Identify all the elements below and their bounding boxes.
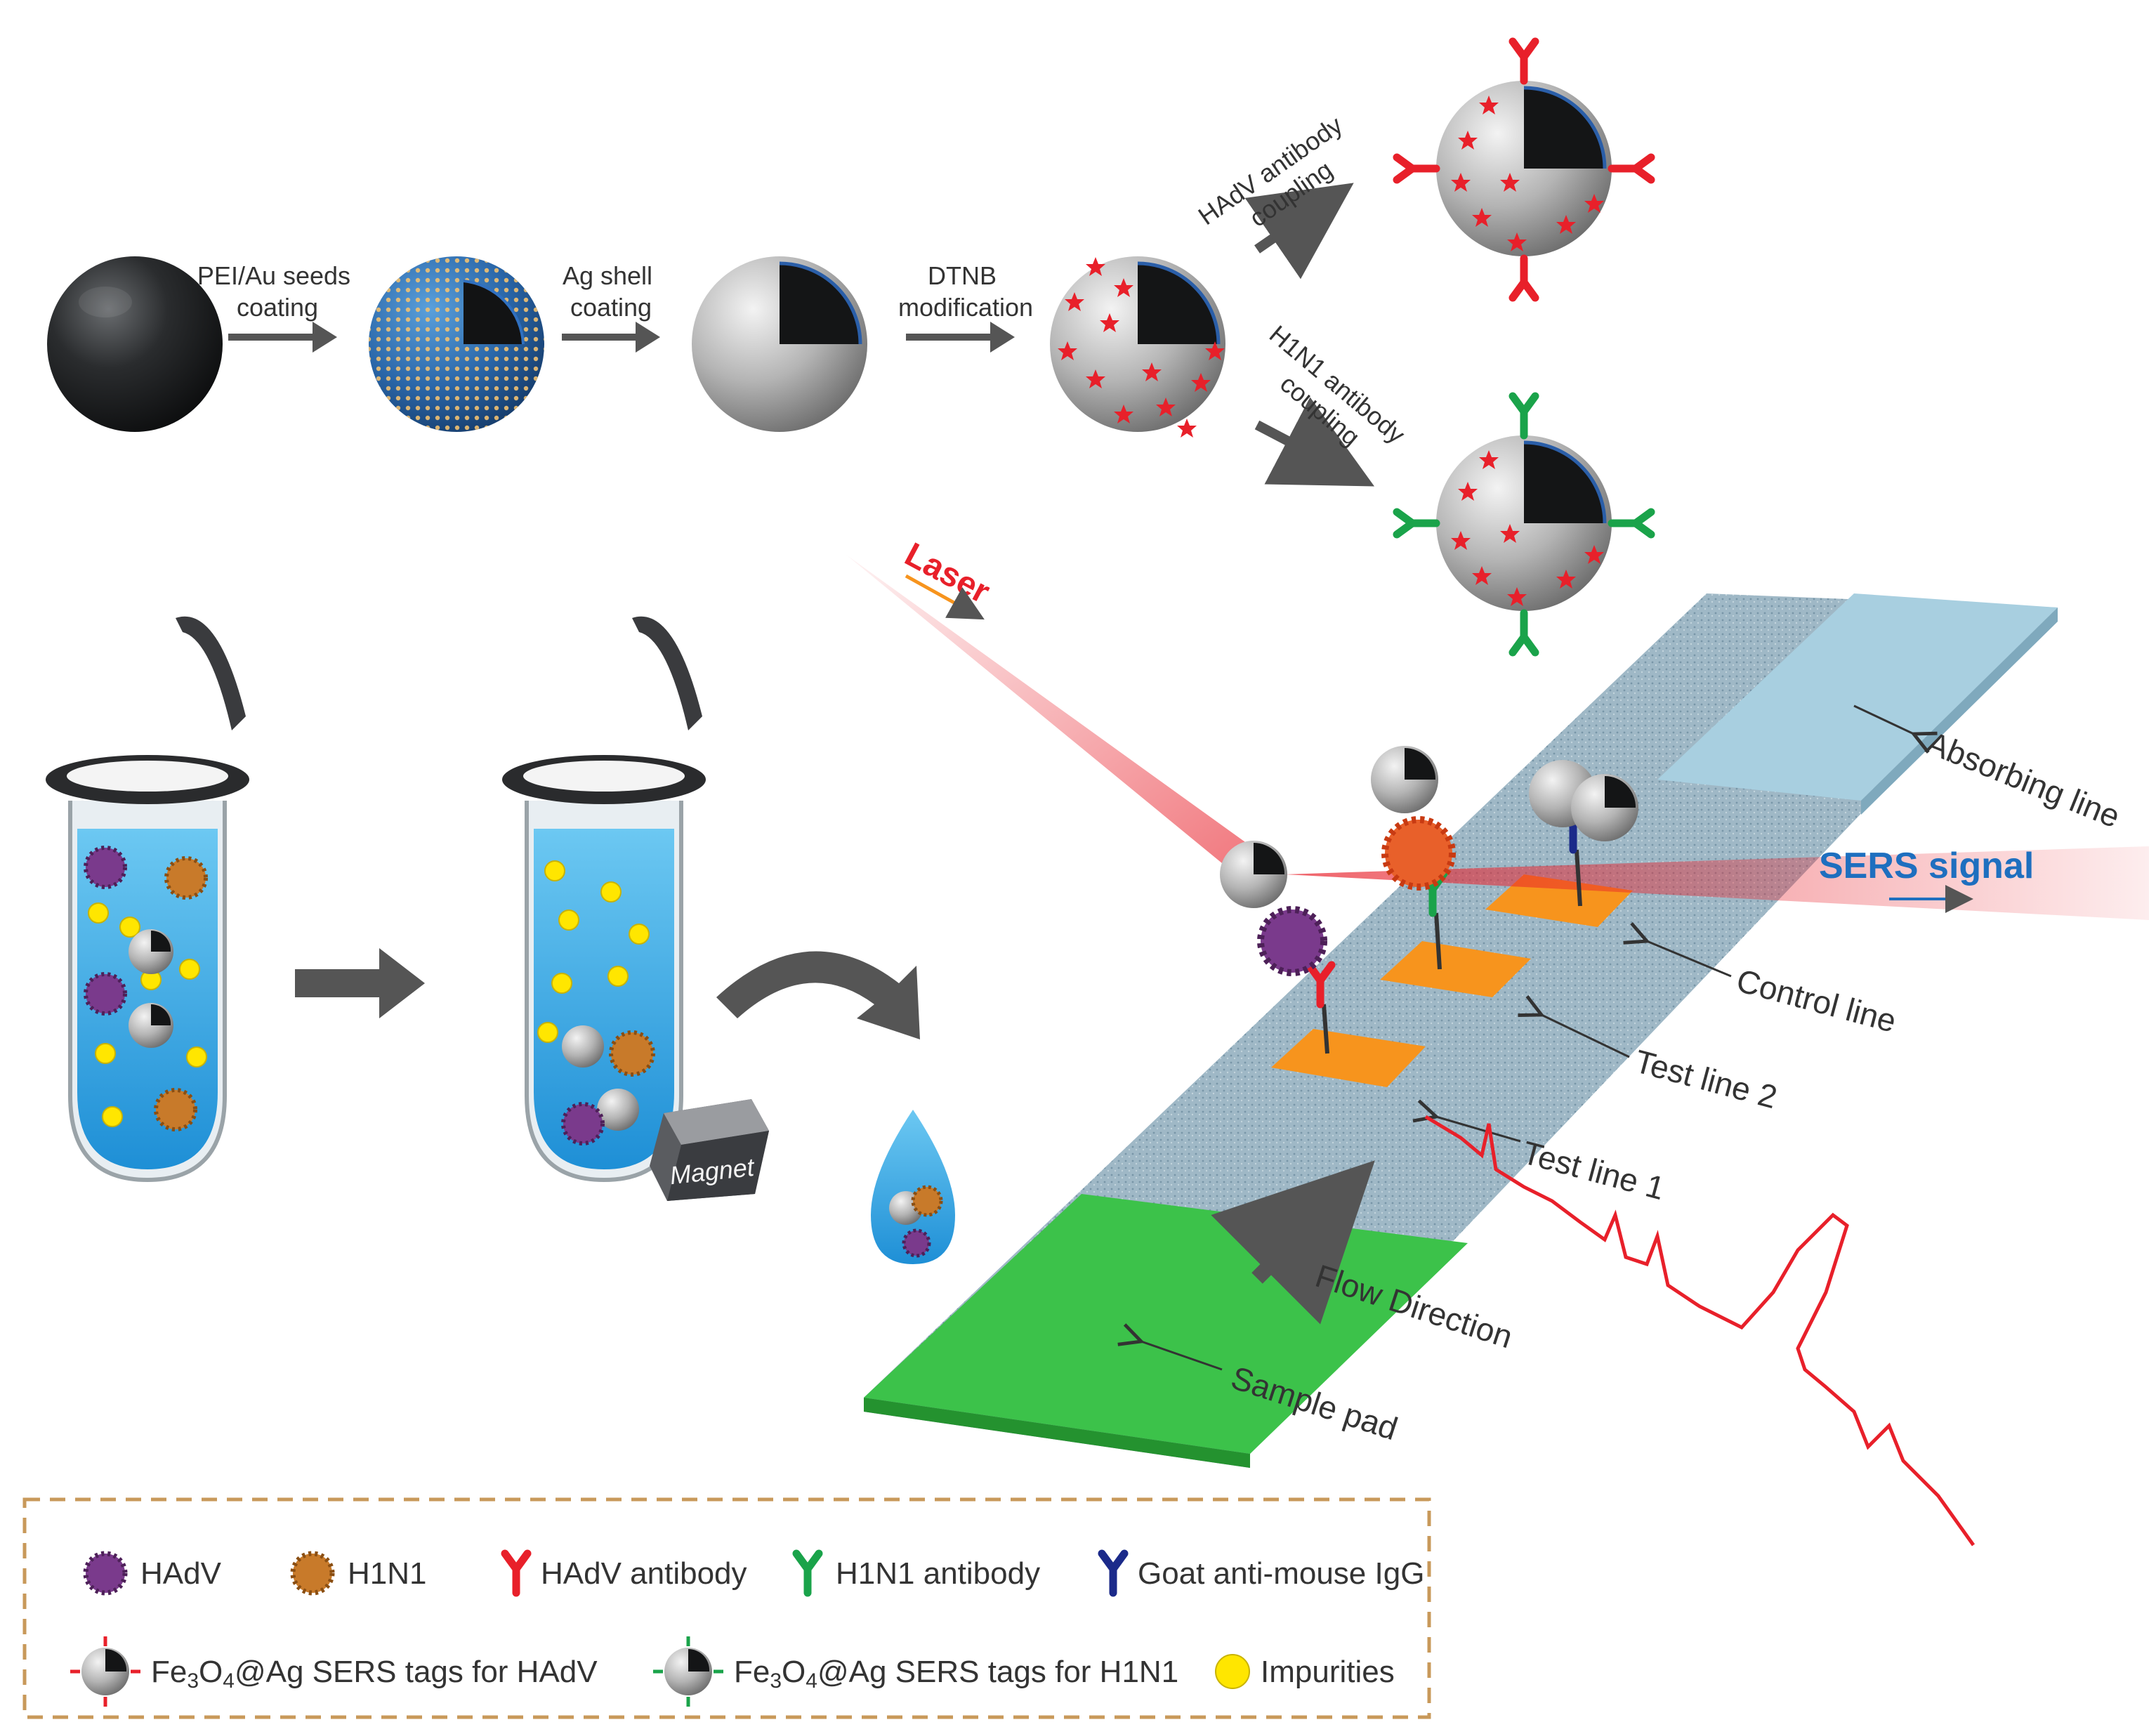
legend-h1n1-label: H1N1 xyxy=(348,1556,427,1591)
sample-drop xyxy=(871,1110,955,1264)
tube-before-separation xyxy=(46,616,249,1183)
h1n1-sers-tag-icon xyxy=(653,1636,723,1707)
step3-arrow xyxy=(906,322,1015,353)
laser-direction-arrow xyxy=(905,574,985,620)
legend-item-h1n1-antibody: H1N1 antibody xyxy=(796,1554,1040,1593)
drop-curved-arrow xyxy=(716,951,920,1039)
fe3o4-core-sphere xyxy=(47,256,223,432)
legend-item-hadv: HAdV xyxy=(83,1551,222,1596)
dtnb-modified-sphere xyxy=(1050,256,1225,438)
test-line-1-complex xyxy=(1220,841,1332,1054)
tube-transfer-arrow xyxy=(295,948,425,1018)
step2-arrow xyxy=(562,322,660,353)
legend-item-impurities: Impurities xyxy=(1215,1654,1395,1689)
legend-item-goat-igg: Goat anti-mouse IgG xyxy=(1102,1554,1424,1593)
step1-label: PEI/Au seeds coating xyxy=(197,261,357,322)
sers-signal-label: SERS signal xyxy=(1819,846,2034,886)
laser-beam xyxy=(846,555,1285,892)
test-line-2-pointer xyxy=(1542,1015,1630,1058)
test-line-2-label: Test line 2 xyxy=(1631,1042,1781,1115)
legend-item-h1n1: H1N1 xyxy=(290,1551,427,1596)
legend-item-tag-h1n1: Fe3O4@Ag SERS tags for H1N1 xyxy=(653,1636,1178,1707)
hadv-sers-tag-large xyxy=(1397,41,1651,298)
legend-impurities-label: Impurities xyxy=(1261,1655,1395,1689)
legend-hadv-label: HAdV xyxy=(140,1556,222,1591)
sample-pad-edge xyxy=(864,1398,1250,1468)
tube2-impurities xyxy=(537,860,650,1043)
absorbing-pad-edge xyxy=(1861,608,2058,815)
test-line-1-band xyxy=(1271,1029,1426,1087)
goat-igg-icon xyxy=(1102,1554,1124,1593)
impurity-dot-icon xyxy=(1215,1654,1250,1689)
legend-h1n1-antibody-label: H1N1 antibody xyxy=(836,1556,1040,1591)
flow-direction-arrow xyxy=(1211,1160,1375,1325)
hadv-sers-tag-icon xyxy=(70,1636,140,1707)
tube-after-separation: Magnet xyxy=(502,616,769,1201)
tube1-hadv-viruses xyxy=(84,846,127,1016)
control-line-complex xyxy=(1529,760,1638,907)
magnet: Magnet xyxy=(650,1099,769,1201)
step1-arrow xyxy=(228,322,337,353)
absorbing-line-label: Absorbing line xyxy=(1921,724,2125,834)
absorbing-line-pointer xyxy=(1853,704,1914,734)
test-line-1-pointer xyxy=(1436,1117,1521,1143)
test-line-2-complex xyxy=(1371,746,1456,970)
legend-item-tag-hadv: Fe3O4@Ag SERS tags for HAdV xyxy=(70,1636,598,1707)
legend-border xyxy=(22,1497,1431,1719)
tube2-captured-cluster xyxy=(561,1025,655,1145)
synthesis-row: PEI/Au seeds coating Ag shell coating DT… xyxy=(47,41,1651,652)
legend-item-hadv-antibody: HAdV antibody xyxy=(505,1554,747,1593)
h1n1-virus-icon xyxy=(290,1551,335,1596)
absorbing-pad xyxy=(1657,593,2058,801)
step3-label: DTNB modification xyxy=(898,261,1033,322)
legend-tag-h1n1-label: Fe3O4@Ag SERS tags for H1N1 xyxy=(734,1655,1178,1693)
legend-hadv-antibody-label: HAdV antibody xyxy=(541,1556,747,1591)
hadv-branch-arrow xyxy=(1244,183,1354,280)
control-line-pointer xyxy=(1647,941,1732,978)
legend: HAdV H1N1 HAdV antibody H1N1 antibody Go… xyxy=(22,1497,1431,1719)
lateral-flow-strip: Laser SERS signal xyxy=(846,536,2149,1547)
ag-shell-sphere xyxy=(692,256,867,432)
legend-tag-hadv-label: Fe3O4@Ag SERS tags for HAdV xyxy=(151,1655,598,1693)
control-line-label: Control line xyxy=(1733,961,1900,1039)
sample-pad-pointer xyxy=(1141,1341,1223,1371)
tube1-tags xyxy=(129,929,173,1048)
sers-spectrum-trace xyxy=(1424,1115,1976,1547)
hadv-virus-icon xyxy=(83,1551,128,1596)
tubes-section: Magnet xyxy=(46,616,955,1264)
au-seeded-sphere xyxy=(369,256,544,432)
legend-goat-igg-label: Goat anti-mouse IgG xyxy=(1138,1556,1424,1591)
h1n1-sers-tag-large xyxy=(1397,396,1651,652)
h1n1-branch-label: H1N1 antibody coupling xyxy=(1244,320,1416,478)
hadv-antibody-icon xyxy=(505,1554,527,1593)
tube1-h1n1-viruses xyxy=(154,856,208,1131)
sers-signal-beam xyxy=(1285,846,2149,920)
h1n1-antibody-icon xyxy=(796,1554,819,1593)
step2-label: Ag shell coating xyxy=(563,261,659,322)
h1n1-branch-arrow xyxy=(1254,397,1375,487)
test-line-2-band xyxy=(1380,941,1531,997)
tube1-impurities xyxy=(88,902,207,1127)
